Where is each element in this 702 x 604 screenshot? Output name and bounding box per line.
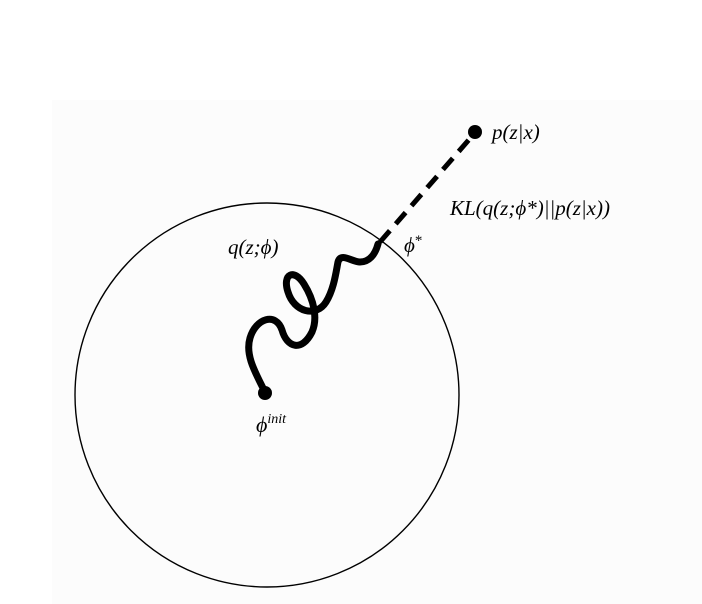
posterior-label: p(z|x) [490, 120, 540, 144]
variational-family-circle [74, 202, 460, 588]
kl-dashed-line [378, 133, 475, 244]
optimization-path [245, 240, 382, 396]
init-point [258, 386, 272, 400]
variational-family-label: q(z;ϕ) [228, 235, 279, 259]
optimal-param-label: ϕ* [404, 233, 422, 257]
kl-divergence-label: KL(q(z;ϕ*)||p(z|x)) [449, 196, 610, 220]
posterior-point [468, 125, 482, 139]
figure-panel [52, 100, 702, 604]
init-param-label: ϕinit [256, 412, 287, 437]
